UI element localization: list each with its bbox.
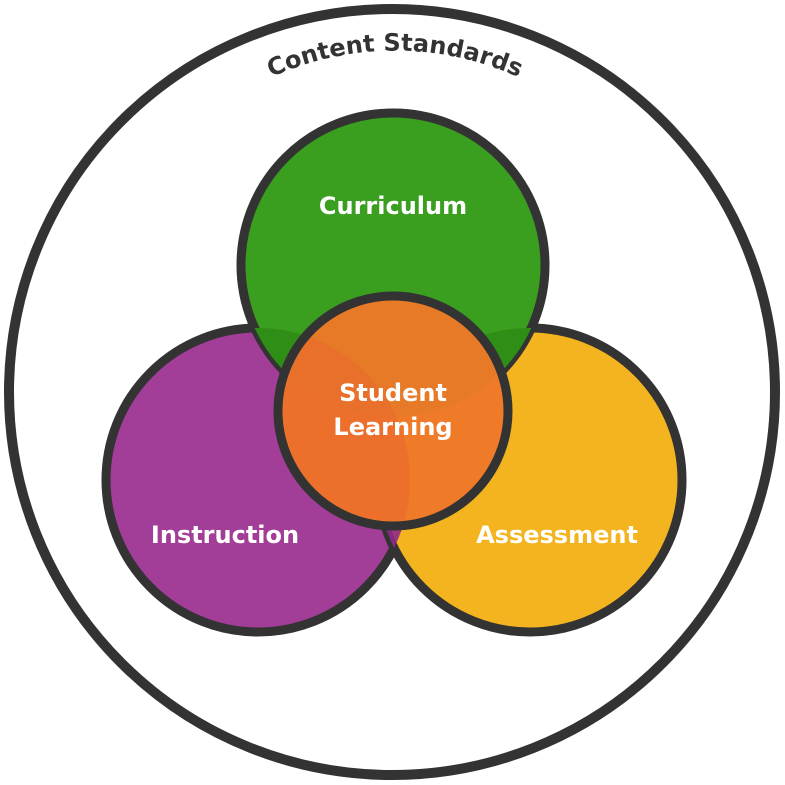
label-assessment: Assessment — [476, 521, 638, 549]
label-learning: Learning — [333, 413, 452, 441]
label-student: Student — [339, 379, 447, 407]
label-curriculum: Curriculum — [319, 192, 467, 220]
label-instruction: Instruction — [151, 521, 299, 549]
